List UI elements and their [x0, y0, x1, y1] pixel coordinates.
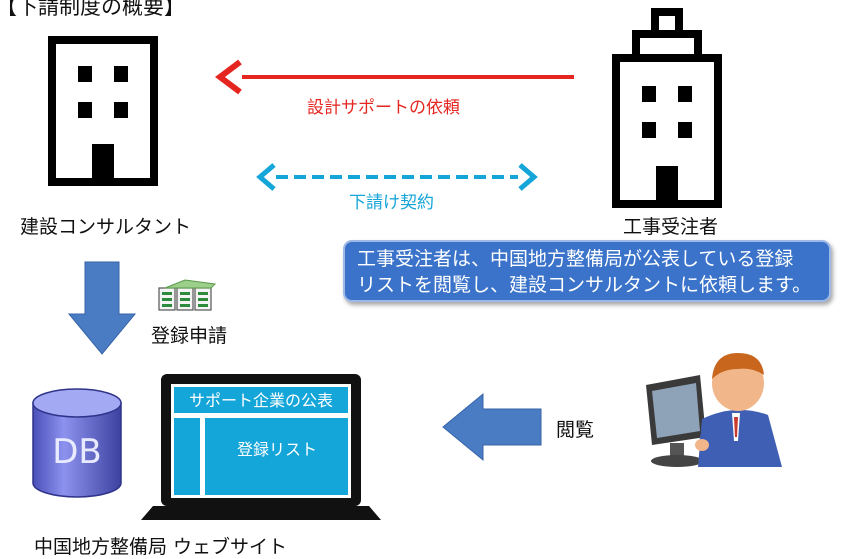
contractor-label: 工事受注者 — [623, 216, 719, 238]
consultant-building-icon — [48, 36, 158, 186]
subcontract-arrow — [256, 163, 538, 191]
contractor-building-icon — [612, 8, 722, 208]
browse-arrow — [442, 392, 542, 462]
laptop-icon: サポート企業の公表 登録リスト — [141, 374, 381, 520]
callout-line-2: リストを閲覧し、建設コンサルタントに依頼します。 — [357, 274, 812, 296]
person-at-computer-icon — [646, 353, 782, 467]
callout-line-1: 工事受注者は、中国地方整備局が公表している登録 — [357, 248, 794, 270]
screen-header: サポート企業の公表 — [189, 391, 333, 410]
browse-label: 閲覧 — [556, 419, 595, 441]
database-label: DB — [52, 432, 102, 472]
explanation-callout: 工事受注者は、中国地方整備局が公表している登録 リストを閲覧し、建設コンサルタン… — [343, 240, 831, 302]
consultant-label: 建設コンサルタント — [20, 216, 192, 238]
screen-list: 登録リスト — [237, 440, 317, 459]
document-stack-icon — [158, 279, 217, 311]
database-icon: DB — [32, 388, 122, 498]
request-arrow — [215, 59, 574, 95]
website-label: 中国地方整備局 ウェブサイト — [34, 536, 288, 558]
request-label: 設計サポートの依頼 — [307, 98, 460, 118]
subcontract-label: 下請け契約 — [349, 193, 434, 213]
application-arrow — [67, 261, 137, 355]
application-label: 登録申請 — [151, 325, 228, 347]
page-title: 【下請制度の概要】 — [0, 0, 185, 19]
